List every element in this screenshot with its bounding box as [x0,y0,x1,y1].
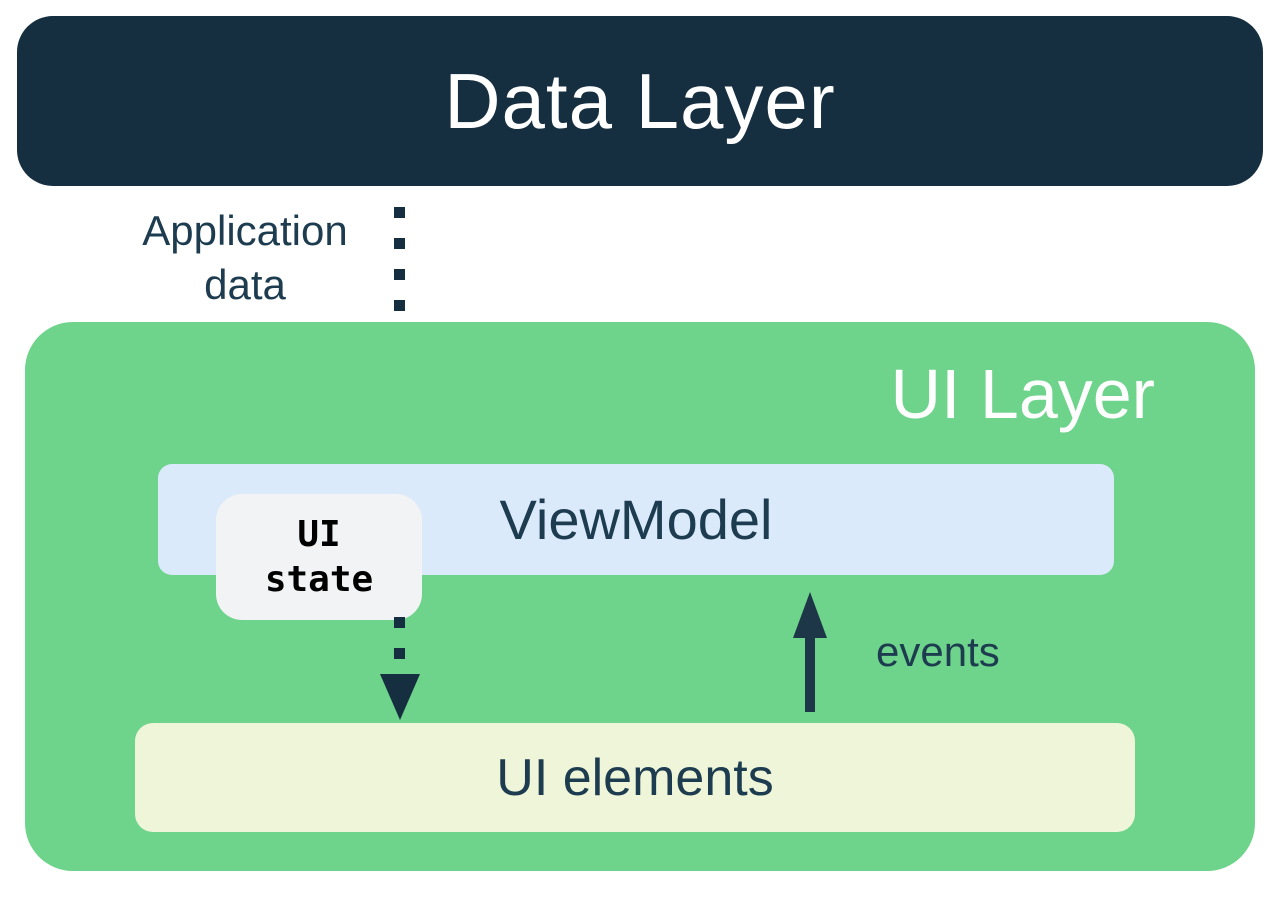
events-label: events [876,628,1000,675]
events-arrow-shaft [805,634,815,712]
ui-elements-box: UI elements [135,723,1135,832]
data-layer-box: Data Layer [17,16,1263,186]
ui-state-badge: UI state [216,494,422,620]
viewmodel-label: ViewModel [499,488,773,551]
ui-layer-title: UI Layer [890,355,1155,433]
data-layer-title: Data Layer [444,56,836,145]
application-data-dotted-line [394,207,405,415]
events-arrowhead-icon [793,592,827,638]
ui-state-arrowhead-icon [380,674,420,720]
ui-elements-label: UI elements [496,748,774,807]
ui-state-label: UI state [264,513,374,600]
ui-state-dotted-line [394,617,405,661]
application-data-label: Application data [142,207,348,308]
